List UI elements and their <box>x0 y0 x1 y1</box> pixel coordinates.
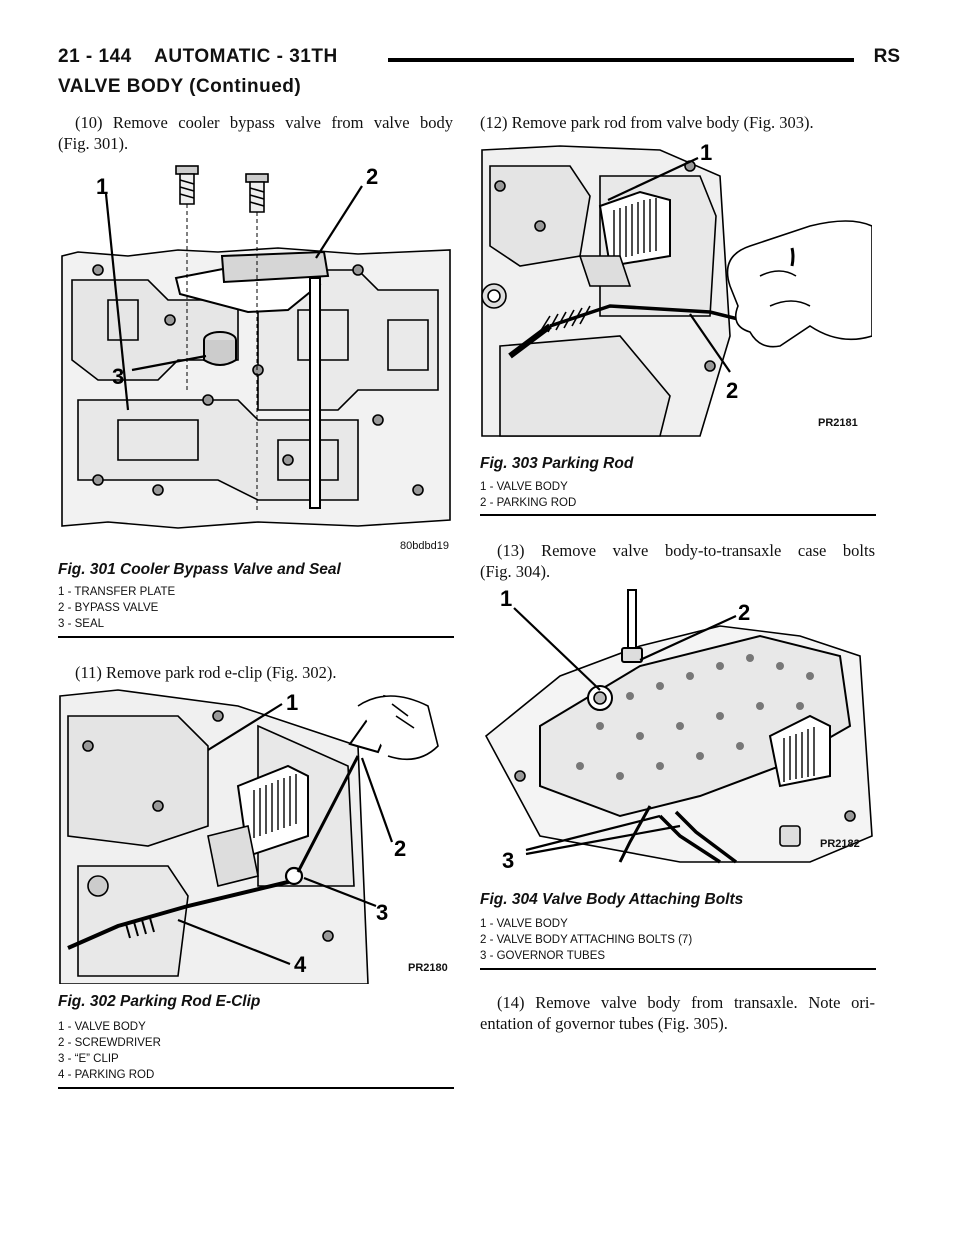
figure-303-illustration: 1 2 PR2181 <box>480 136 872 446</box>
fig303-image-code: PR2181 <box>818 417 858 429</box>
fig303-callout-2: 2 <box>726 378 738 403</box>
step-13-line-1: (13) Remove valve body-to-transaxle case… <box>497 541 875 560</box>
figure-301-illustration: 1 2 3 80bdbd19 <box>58 160 452 552</box>
fig301-legend: 1 - TRANSFER PLATE 2 - BYPASS VALVE 3 - … <box>58 584 175 632</box>
fig301-callout-3: 3 <box>112 364 124 389</box>
fig302-legend-item-1: 1 - VALVE BODY <box>58 1021 146 1033</box>
fig302-legend-item-2: 2 - SCREWDRIVER <box>58 1037 161 1049</box>
header-rule <box>388 58 854 62</box>
fig304-legend-item-3: 3 - GOVERNOR TUBES <box>480 950 606 962</box>
step-13-line-2: (Fig. 304). <box>480 562 551 581</box>
fig302-image-code: PR2180 <box>408 962 448 974</box>
step-12: (12) Remove park rod from valve body (Fi… <box>480 113 814 132</box>
figure-304-illustration: 1 2 3 PR2182 <box>480 586 874 882</box>
fig302-legend-item-4: 4 - PARKING ROD <box>58 1069 155 1081</box>
page-header: 21 - 144 AUTOMATIC - 31TH RS <box>58 34 900 68</box>
fig304-image-code: PR2182 <box>820 838 860 850</box>
fig302-legend: 1 - VALVE BODY 2 - SCREWDRIVER 3 - “E” C… <box>58 1019 161 1083</box>
step-14-line-2: entation of governor tubes (Fig. 305). <box>480 1014 728 1033</box>
fig301-title: Fig. 301 Cooler Bypass Valve and Seal <box>58 561 341 578</box>
fig304-legend-item-1: 1 - VALVE BODY <box>480 918 568 930</box>
section-title: VALVE BODY (Continued) <box>58 76 302 97</box>
fig301-rule <box>58 636 454 638</box>
fig302-callout-2: 2 <box>394 836 406 861</box>
fig304-legend-item-2: 2 - VALVE BODY ATTACHING BOLTS (7) <box>480 934 693 946</box>
fig303-legend: 1 - VALVE BODY 2 - PARKING ROD <box>480 479 576 511</box>
fig304-callout-1: 1 <box>500 586 512 611</box>
fig304-rule <box>480 968 876 970</box>
fig302-callout-1: 1 <box>286 690 298 715</box>
fig302-callout-4: 4 <box>294 952 307 977</box>
fig301-callout-1: 1 <box>96 174 108 199</box>
fig301-legend-item-3: 3 - SEAL <box>58 618 105 630</box>
page-label: 21 - 144 AUTOMATIC - 31TH <box>58 46 338 67</box>
fig303-callout-1: 1 <box>700 140 712 165</box>
fig303-rule <box>480 514 876 516</box>
fig304-callout-3: 3 <box>502 848 514 873</box>
fig301-legend-item-2: 2 - BYPASS VALVE <box>58 602 159 614</box>
fig304-callout-2: 2 <box>738 600 750 625</box>
fig301-image-code: 80bdbd19 <box>400 540 449 552</box>
fig303-legend-item-2: 2 - PARKING ROD <box>480 497 577 509</box>
step-10-line-1: (10) Remove cooler bypass valve from val… <box>75 113 453 132</box>
figure-302-illustration: 1 2 3 4 PR2180 <box>58 686 454 984</box>
fig302-title: Fig. 302 Parking Rod E-Clip <box>58 993 261 1010</box>
step-11: (11) Remove park rod e-clip (Fig. 302). <box>75 663 337 682</box>
fig304-legend: 1 - VALVE BODY 2 - VALVE BODY ATTACHING … <box>480 916 692 964</box>
manual-code: RS <box>873 46 900 67</box>
fig302-rule <box>58 1087 454 1089</box>
fig301-callout-2: 2 <box>366 164 378 189</box>
fig303-title: Fig. 303 Parking Rod <box>480 455 634 472</box>
fig303-legend-item-1: 1 - VALVE BODY <box>480 481 568 493</box>
fig302-legend-item-3: 3 - “E” CLIP <box>58 1053 119 1065</box>
step-14-line-1: (14) Remove valve body from transaxle. N… <box>497 993 875 1012</box>
fig304-title: Fig. 304 Valve Body Attaching Bolts <box>480 891 744 908</box>
fig301-legend-item-1: 1 - TRANSFER PLATE <box>58 586 176 598</box>
fig302-callout-3: 3 <box>376 900 388 925</box>
step-10-line-2: (Fig. 301). <box>58 134 129 153</box>
